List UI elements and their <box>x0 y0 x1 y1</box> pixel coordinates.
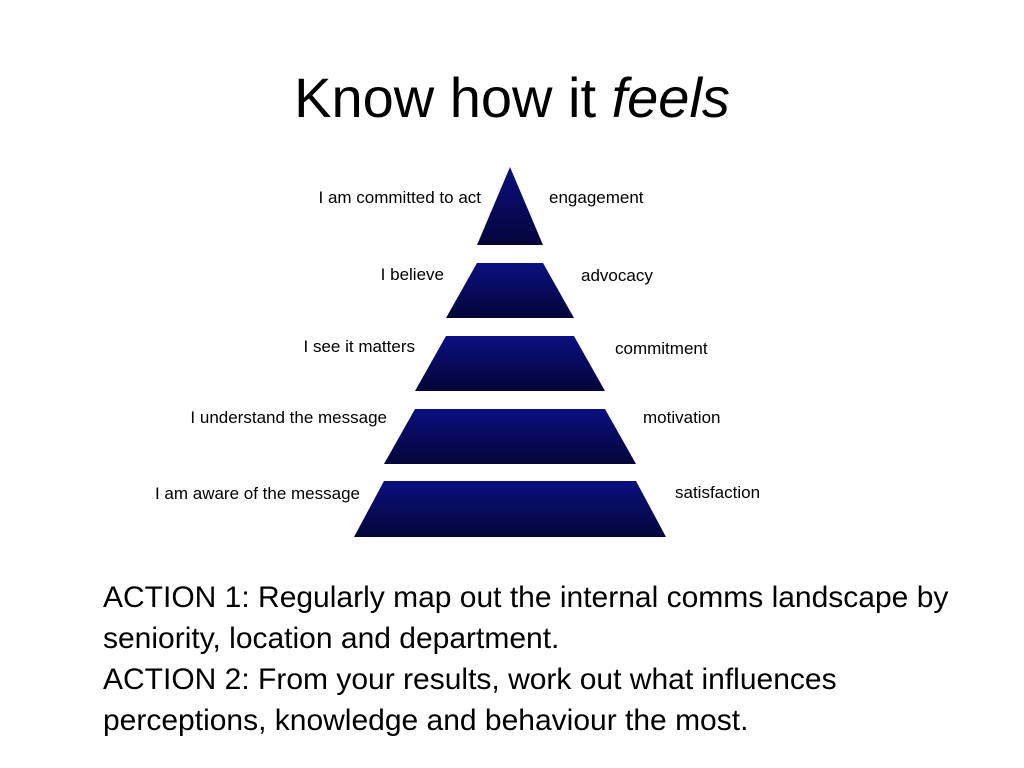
pyramid-tier-5 <box>354 481 666 537</box>
title-emphasis: feels <box>611 66 730 129</box>
tier-4-left-label: I understand the message <box>190 408 387 427</box>
pyramid-tier-3 <box>415 336 605 391</box>
tier-5-left-label: I am aware of the message <box>154 484 360 503</box>
pyramid-tier-1 <box>477 167 543 245</box>
tier-2-left-label: I believe <box>380 265 444 284</box>
action-2-text: ACTION 2: From your results, work out wh… <box>103 663 837 737</box>
tier-5-right-label: satisfaction <box>675 483 761 502</box>
tier-3-right-label: commitment <box>615 339 708 358</box>
tier-3-left-label: I see it matters <box>303 337 415 356</box>
slide-title: Know how it feels <box>0 62 1024 134</box>
pyramid-tier-4 <box>384 409 636 464</box>
tier-1-right-label: engagement <box>549 188 644 207</box>
tier-4-right-label: motivation <box>643 408 721 427</box>
tier-1-left-label: I am committed to act <box>318 188 482 207</box>
title-main: Know how it <box>294 66 612 129</box>
pyramid-tier-2 <box>446 263 574 318</box>
tier-2-right-label: advocacy <box>581 266 653 285</box>
action-list: ACTION 1: Regularly map out the internal… <box>103 577 983 741</box>
action-1-text: ACTION 1: Regularly map out the internal… <box>103 581 949 655</box>
